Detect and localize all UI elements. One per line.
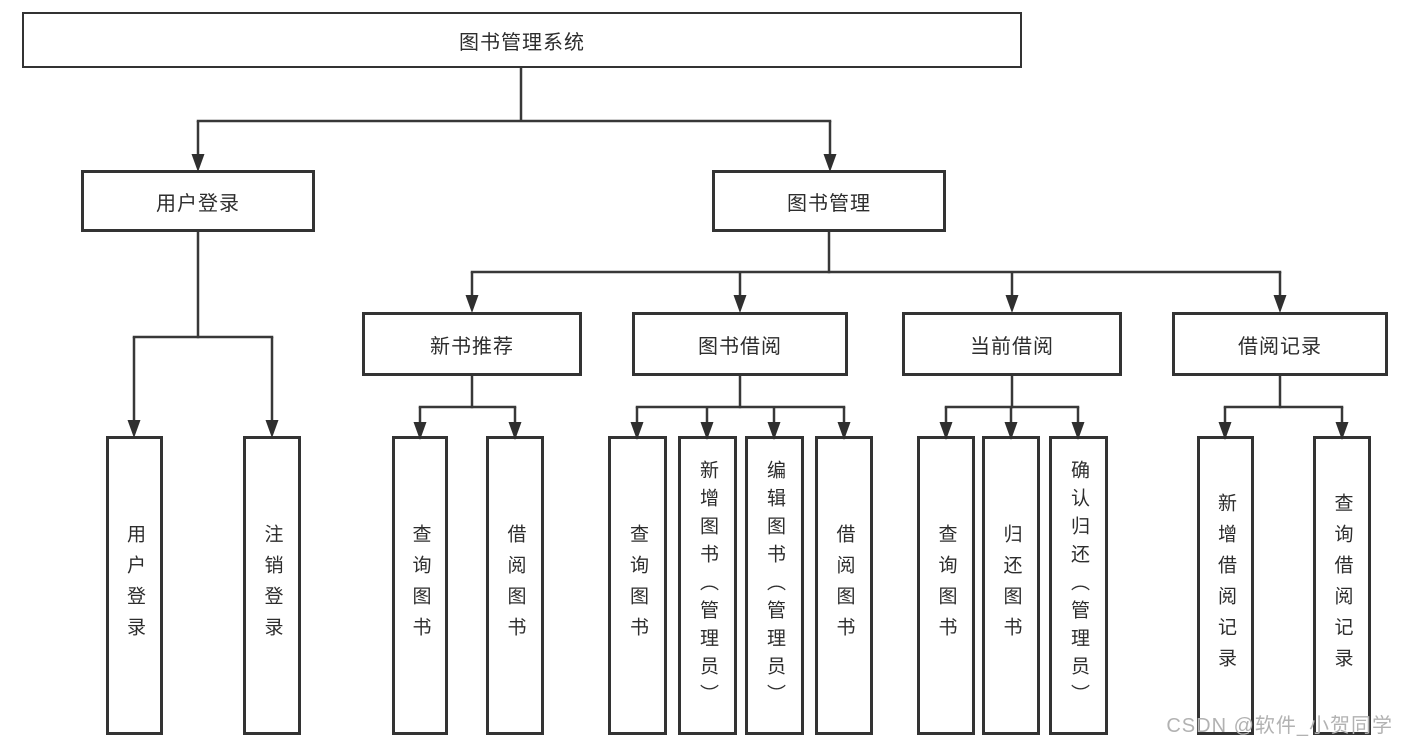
- leaf-return-books: 归还图书: [982, 436, 1040, 735]
- leaf-add-books-admin: 新增图书（管理员）: [678, 436, 737, 735]
- leaf-logout-login: 注销登录: [243, 436, 301, 735]
- leaf-query-books-current: 查询图书: [917, 436, 975, 735]
- node-book-management: 图书管理: [712, 170, 946, 232]
- node-book-borrowing: 图书借阅: [632, 312, 848, 376]
- leaf-borrow-books-recommend: 借阅图书: [486, 436, 544, 735]
- leaf-edit-books-admin: 编辑图书（管理员）: [745, 436, 804, 735]
- node-new-book-recommendation: 新书推荐: [362, 312, 582, 376]
- leaf-confirm-return-admin: 确认归还（管理员）: [1049, 436, 1108, 735]
- node-user-login: 用户登录: [81, 170, 315, 232]
- leaf-query-books-borrow: 查询图书: [608, 436, 667, 735]
- leaf-user-login: 用户登录: [106, 436, 163, 735]
- watermark-text: CSDN @软件_小贺同学: [1166, 715, 1393, 737]
- leaf-query-books-recommend: 查询图书: [392, 436, 448, 735]
- node-library-management-system: 图书管理系统: [22, 12, 1022, 68]
- node-current-borrowing: 当前借阅: [902, 312, 1122, 376]
- node-borrowing-records: 借阅记录: [1172, 312, 1388, 376]
- leaf-query-borrow-record: 查询借阅记录: [1313, 436, 1371, 735]
- leaf-borrow-books-borrow: 借阅图书: [815, 436, 873, 735]
- leaf-add-borrow-record: 新增借阅记录: [1197, 436, 1254, 735]
